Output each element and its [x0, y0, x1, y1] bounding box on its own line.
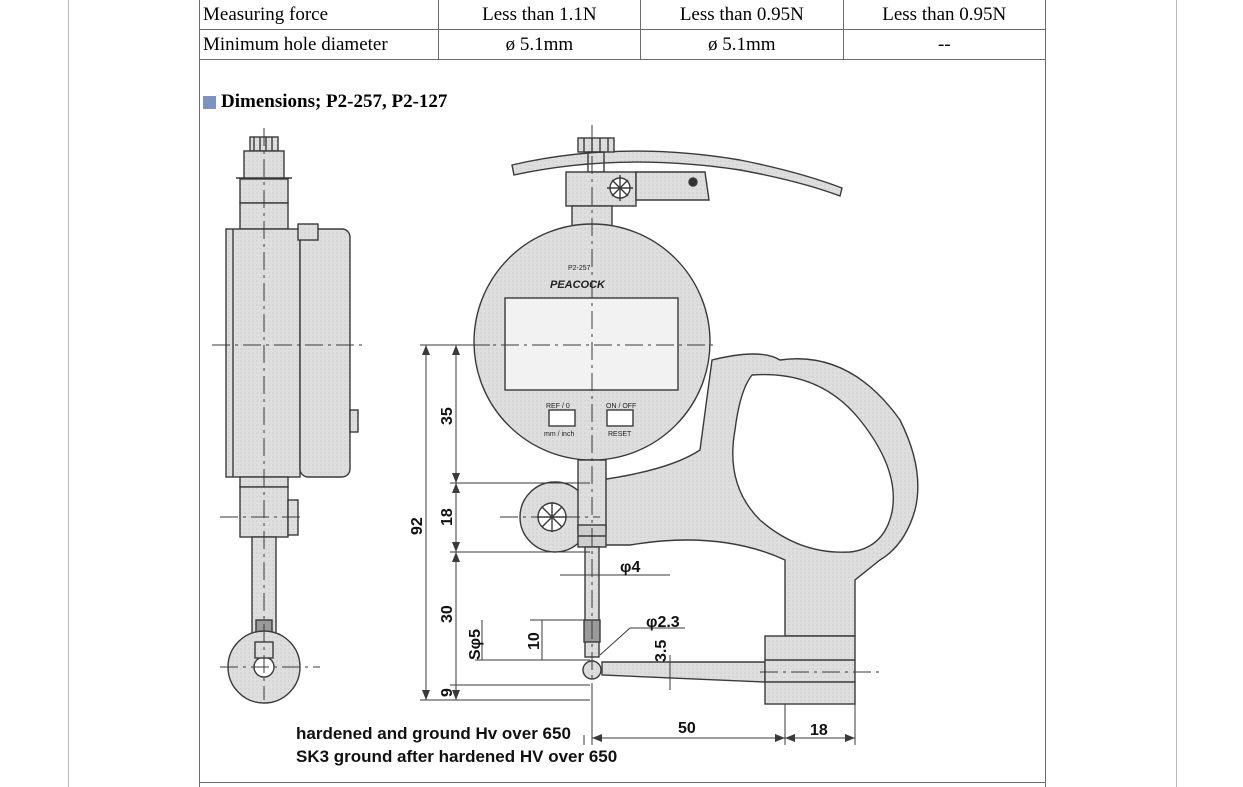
page-frame-left: [68, 0, 69, 787]
dim-30: 30: [439, 605, 456, 623]
button-label-reset: RESET: [608, 431, 632, 438]
bottom-rule: [200, 782, 1045, 783]
table-cell: --: [842, 29, 1045, 60]
table-row: Minimum hole diameter ø 5.1mm ø 5.1mm --: [200, 29, 1045, 60]
front-view: [470, 125, 919, 705]
row-label: Minimum hole diameter: [200, 29, 439, 60]
brand-logo: PEACOCK: [550, 279, 606, 291]
caption-spindle: SK3 ground after hardened HV over 650: [296, 747, 617, 766]
caption-anvil: hardened and ground Hv over 650: [296, 724, 571, 743]
table-cell: Less than 0.95N: [842, 0, 1045, 30]
dim-18-vertical: 18: [439, 508, 456, 526]
dimension-lines: [420, 344, 856, 745]
model-label: P2-257: [568, 265, 591, 272]
section-heading: Dimensions; P2-257, P2-127: [203, 91, 447, 113]
dim-50: 50: [678, 720, 696, 737]
dim-10: 10: [526, 632, 543, 650]
table-cell: Less than 0.95N: [640, 0, 844, 30]
dim-phi-2-3: φ2.3: [646, 614, 680, 631]
spec-table: Measuring force Less than 1.1N Less than…: [200, 0, 1045, 60]
dim-9: 9: [439, 688, 456, 697]
dim-phi-4: φ4: [620, 559, 640, 576]
row-label: Measuring force: [200, 0, 439, 30]
table-cell: ø 5.1mm: [437, 29, 642, 60]
page-frame-right: [1176, 0, 1177, 787]
content-panel: Measuring force Less than 1.1N Less than…: [199, 0, 1046, 787]
square-bullet-icon: [203, 95, 216, 109]
dim-18-horizontal: 18: [810, 722, 828, 739]
side-view: [212, 128, 365, 704]
dim-3-5: 3.5: [653, 640, 670, 662]
table-cell: Less than 1.1N: [437, 0, 642, 30]
section-title: Dimensions; P2-257, P2-127: [221, 91, 448, 112]
button-label-power: ON / OFF: [606, 403, 636, 410]
table-cell: ø 5.1mm: [640, 29, 844, 60]
dim-35: 35: [439, 407, 456, 425]
button-label-unit: mm / inch: [544, 431, 574, 438]
table-row: Measuring force Less than 1.1N Less than…: [200, 0, 1045, 30]
button-label-ref: REF / 0: [546, 403, 570, 410]
dim-92: 92: [409, 517, 426, 535]
dimension-drawing: P2-257 PEACOCK REF / 0 mm / inch ON / OF…: [212, 125, 919, 766]
dim-sphere-5: Sφ5: [467, 629, 484, 660]
